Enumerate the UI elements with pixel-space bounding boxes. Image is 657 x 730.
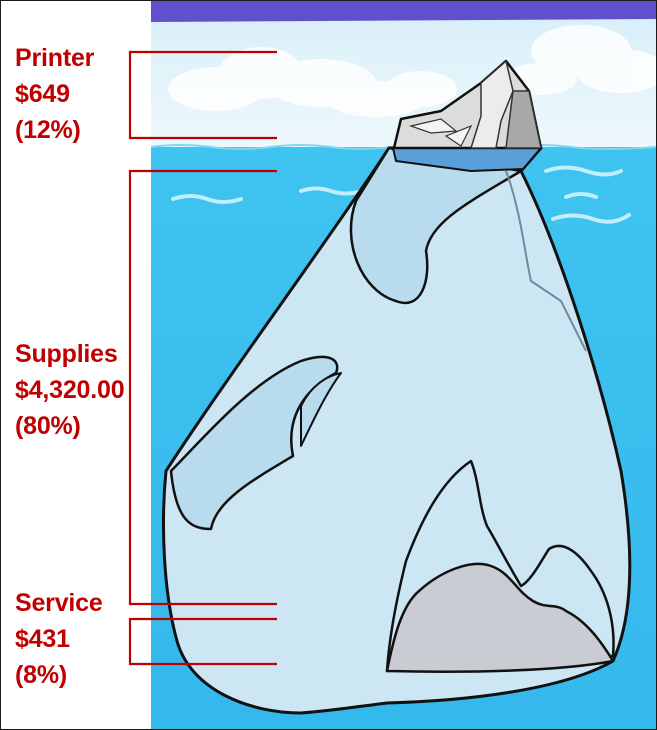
supplies-name: Supplies bbox=[15, 336, 124, 372]
supplies-amount: $4,320.00 bbox=[15, 372, 124, 408]
printer-cost-label: Printer $649 (12%) bbox=[15, 40, 94, 148]
supplies-cost-label: Supplies $4,320.00 (80%) bbox=[15, 336, 124, 444]
service-amount: $431 bbox=[15, 621, 103, 657]
printer-name: Printer bbox=[15, 40, 94, 76]
supplies-percent: (80%) bbox=[15, 408, 124, 444]
sky-top-band bbox=[151, 1, 656, 22]
service-cost-label: Service $431 (8%) bbox=[15, 585, 103, 693]
printer-percent: (12%) bbox=[15, 112, 94, 148]
service-name: Service bbox=[15, 585, 103, 621]
printer-amount: $649 bbox=[15, 76, 94, 112]
service-percent: (8%) bbox=[15, 657, 103, 693]
